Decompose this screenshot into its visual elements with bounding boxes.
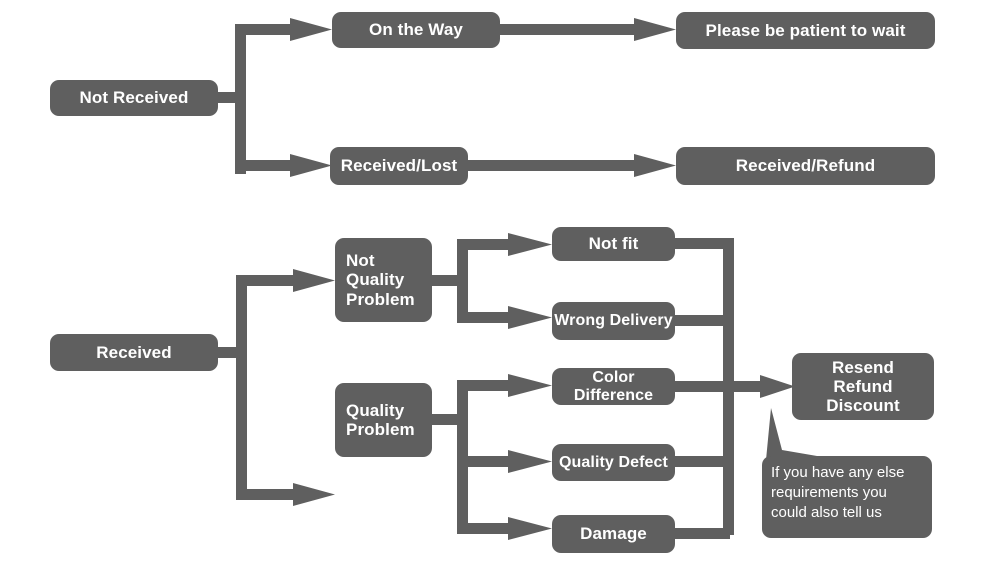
node-on-the-way[interactable]: On the Way: [332, 12, 500, 48]
node-resend-refund-discount[interactable]: Resend Refund Discount: [792, 353, 934, 420]
node-please-be-patient-to-wait[interactable]: Please be patient to wait: [676, 12, 935, 49]
node-damage[interactable]: Damage: [552, 515, 675, 553]
node-quality-defect[interactable]: Quality Defect: [552, 444, 675, 481]
node-received-lost[interactable]: Received/Lost: [330, 147, 468, 185]
node-quality-problem[interactable]: Quality Problem: [335, 383, 432, 457]
node-received-refund[interactable]: Received/Refund: [676, 147, 935, 185]
node-not-fit[interactable]: Not fit: [552, 227, 675, 261]
node-wrong-delivery[interactable]: Wrong Delivery: [552, 302, 675, 340]
node-not-quality-problem[interactable]: Not Quality Problem: [335, 238, 432, 322]
node-received[interactable]: Received: [50, 334, 218, 371]
callout-note: If you have any else requirements you co…: [762, 456, 932, 538]
node-not-received[interactable]: Not Received: [50, 80, 218, 116]
node-color-difference[interactable]: Color Difference: [552, 368, 675, 405]
